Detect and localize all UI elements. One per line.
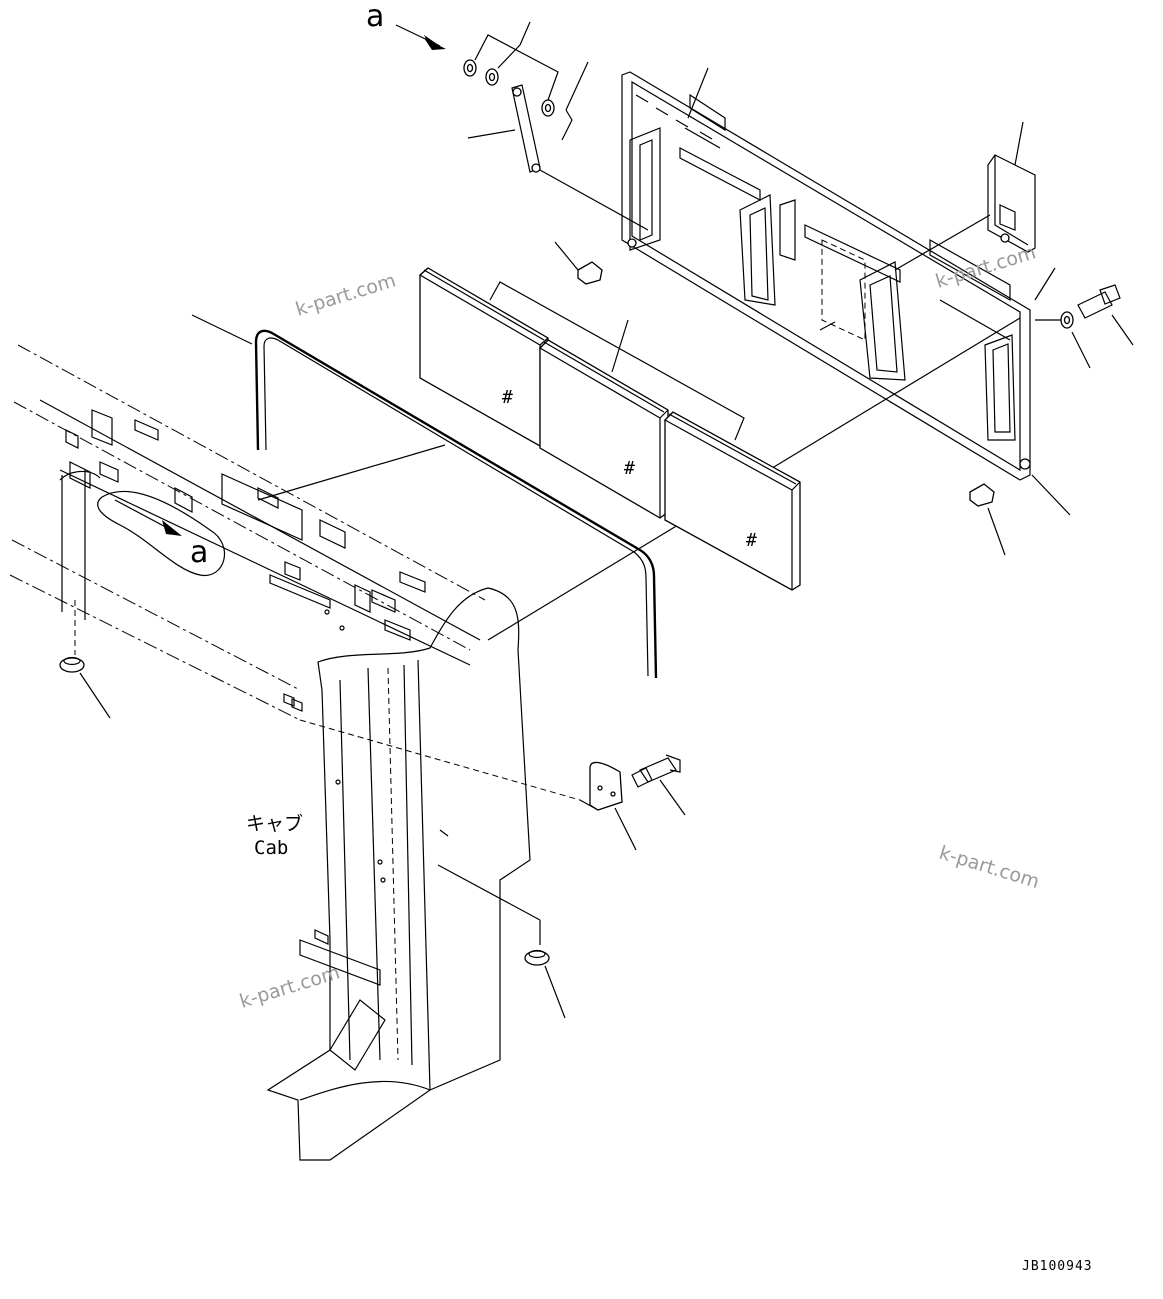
- drawing-code: JB100943: [1022, 1259, 1093, 1274]
- insulation-panels: # # #: [418, 267, 801, 591]
- grommet-lower: [524, 949, 566, 1019]
- svg-text:#: #: [502, 387, 513, 408]
- lower-bolt: [631, 754, 686, 816]
- bracket-plate: [589, 761, 637, 851]
- svg-text:#: #: [624, 458, 635, 479]
- watermark: k-part.com: [237, 961, 342, 1012]
- view-a-label-top: a: [366, 0, 384, 34]
- view-a-label-inner: a: [190, 535, 208, 570]
- back-panel: [621, 67, 1031, 481]
- grommet-left: [59, 656, 111, 719]
- plug-right: [969, 483, 1006, 556]
- switch-box: [987, 121, 1036, 253]
- view-a-arrow-inner: [114, 499, 182, 536]
- cab-label-jp: キャブ: [246, 812, 303, 835]
- watermark: k-part.com: [933, 241, 1038, 292]
- seal-strip: [191, 314, 658, 679]
- cab-structure: [9, 344, 531, 1161]
- cab-label-en: Cab: [254, 837, 288, 859]
- plug-upper: [554, 241, 603, 285]
- watermark: k-part.com: [293, 269, 398, 320]
- clip-and-washers: [395, 21, 589, 173]
- svg-text:#: #: [746, 530, 757, 551]
- watermark: k-part.com: [937, 842, 1042, 893]
- right-bolt: [1034, 267, 1134, 369]
